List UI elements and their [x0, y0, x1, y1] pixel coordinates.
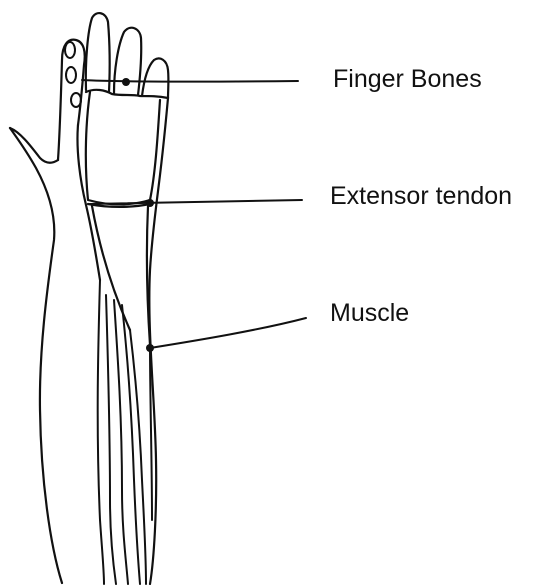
- dot-extensor-tendon: [146, 199, 154, 207]
- thumb-bone-2: [66, 67, 76, 83]
- label-extensor-tendon: Extensor tendon: [330, 184, 512, 209]
- thumb-bone-3: [71, 93, 81, 107]
- thumb-bones: [65, 42, 81, 107]
- knuckle-line: [86, 90, 168, 98]
- hand-back-outline: [86, 92, 160, 205]
- leader-muscle: [150, 318, 306, 348]
- leader-extensor-tendon: [90, 200, 302, 204]
- ring-finger: [142, 58, 168, 98]
- label-muscle: Muscle: [330, 301, 409, 326]
- thumb-bone-1: [65, 42, 75, 58]
- leader-lines: [82, 80, 306, 348]
- thumb-base: [10, 128, 58, 163]
- dot-muscle: [146, 344, 154, 352]
- muscle-fibre-1: [98, 280, 104, 584]
- label-finger-bones: Finger Bones: [333, 67, 482, 92]
- extensor-tendon: [88, 204, 150, 345]
- forearm-left-edge: [10, 128, 62, 583]
- leader-finger-bones: [82, 80, 298, 82]
- dot-finger-bones: [122, 78, 130, 86]
- hand-back: [86, 90, 168, 205]
- muscle-fibre-2: [106, 295, 116, 584]
- muscle-fibres: [98, 280, 152, 584]
- arm-outline: [10, 40, 168, 584]
